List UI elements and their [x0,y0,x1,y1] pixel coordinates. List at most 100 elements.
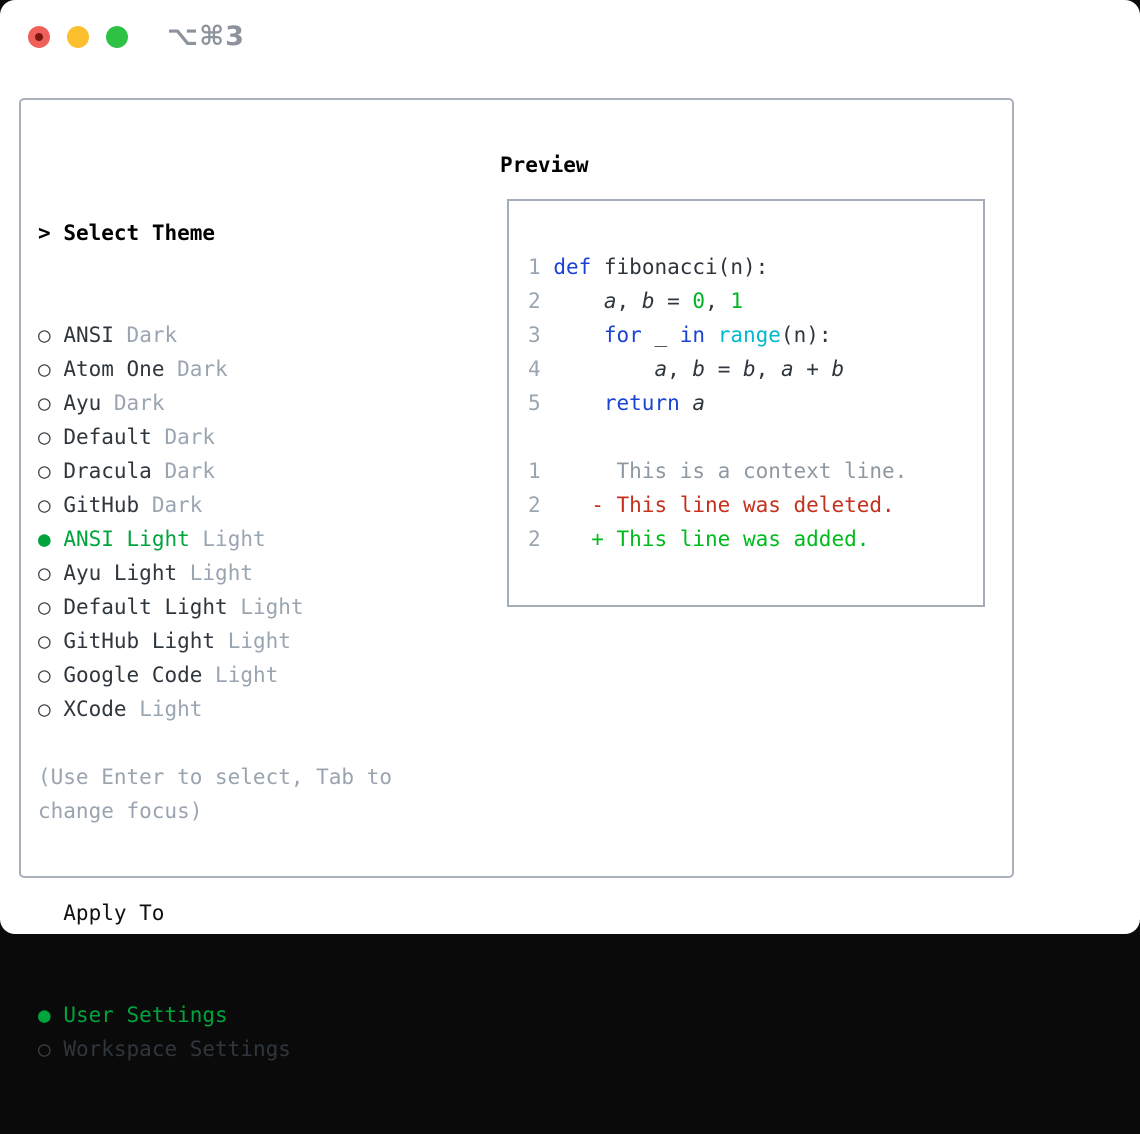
spacing [101,391,114,415]
code-token-var: a [692,391,706,415]
radio-unselected-icon: ○ [38,391,51,415]
code-token-lno: 5 [528,391,541,415]
spacing [51,1003,64,1027]
apply-to-header: Apply To [38,896,304,930]
theme-option-label: ANSI Light [63,527,190,551]
theme-variant-tag: Dark [164,459,216,483]
code-token-pln [541,357,655,381]
code-token-num: 1 [730,289,744,313]
theme-selector: > Select Theme ○ ANSI Dark○ Atom One Dar… [38,148,304,1134]
theme-option-label: GitHub [63,493,140,517]
code-token-var: b [692,357,706,381]
code-token-lno: 1 [528,459,541,483]
theme-option-label: GitHub Light [63,629,216,653]
theme-variant-tag: Dark [126,323,178,347]
theme-option-label: Google Code [63,663,203,687]
theme-option-github-light[interactable]: ○ GitHub Light Light [38,624,304,658]
radio-unselected-icon: ○ [38,663,51,687]
spacing [51,221,64,245]
theme-list: ○ ANSI Dark○ Atom One Dark○ Ayu Dark○ De… [38,318,304,726]
theme-option-ansi[interactable]: ○ ANSI Dark [38,318,304,352]
preview-code: 1 def fibonacci(n): 2 a, b = 0, 1 3 for … [528,250,907,556]
window-title-shortcut: ⌥⌘3 [167,21,245,52]
theme-variant-tag: Light [202,527,266,551]
radio-unselected-icon: ○ [38,561,51,585]
theme-option-label: Dracula [63,459,152,483]
select-theme-header-label: Select Theme [63,221,216,245]
code-token-pln: , [667,357,693,381]
code-token-add: + This line was added. [591,527,870,551]
code-token-pln [541,493,592,517]
spacing [152,425,165,449]
spacing [190,527,203,551]
theme-option-ansi-light[interactable]: ● ANSI Light Light [38,522,304,556]
code-token-lno: 2 [528,493,541,517]
radio-unselected-icon: ○ [38,595,51,619]
theme-option-ayu[interactable]: ○ Ayu Dark [38,386,304,420]
minimize-button[interactable] [67,26,89,48]
code-token-var: b [831,357,845,381]
theme-option-atom-one[interactable]: ○ Atom One Dark [38,352,304,386]
apply-option-workspace-settings[interactable]: ○ Workspace Settings [38,1032,304,1066]
spacing [51,459,64,483]
spacing [51,493,64,517]
theme-variant-tag: Dark [164,425,216,449]
close-dot-icon [35,33,43,41]
spacing [51,663,64,687]
theme-option-label: Default Light [63,595,228,619]
apply-to-list: ● User Settings○ Workspace Settings [38,998,304,1066]
code-token-pln: , [705,289,731,313]
radio-selected-icon: ● [38,527,51,551]
code-token-fn: range [717,323,781,347]
theme-option-default[interactable]: ○ Default Dark [38,420,304,454]
radio-unselected-icon: ○ [38,425,51,449]
theme-option-label: Ayu Light [63,561,178,585]
code-token-lno: 3 [528,323,541,347]
theme-option-dracula[interactable]: ○ Dracula Dark [38,454,304,488]
code-token-pln: , [616,289,642,313]
code-token-kw: in [679,323,706,347]
code-token-kw: def [553,255,592,279]
radio-unselected-icon: ○ [38,357,51,381]
code-token-ctx: This is a context line. [616,459,908,483]
theme-option-github[interactable]: ○ GitHub Dark [38,488,304,522]
radio-unselected-icon: ○ [38,1037,51,1061]
spacing [152,459,165,483]
theme-option-xcode[interactable]: ○ XCode Light [38,692,304,726]
spacing [51,595,64,619]
code-token-pln: (n): [780,323,832,347]
code-token-pln: = [654,289,693,313]
code-token-kw: for [603,323,642,347]
apply-option-user-settings[interactable]: ● User Settings [38,998,304,1032]
preview-header-label: Preview [500,153,589,177]
code-token-pln [680,391,693,415]
theme-option-label: Atom One [63,357,165,381]
theme-option-default-light[interactable]: ○ Default Light Light [38,590,304,624]
code-token-lno: 1 [528,255,541,279]
spacing [51,527,64,551]
theme-option-google-code[interactable]: ○ Google Code Light [38,658,304,692]
theme-variant-tag: Light [227,629,291,653]
theme-variant-tag: Dark [151,493,203,517]
focus-cursor-icon: > [38,221,51,245]
theme-variant-tag: Light [215,663,279,687]
code-token-var: a [603,289,617,313]
theme-variant-tag: Dark [177,357,228,381]
code-token-pln [541,459,617,483]
theme-option-ayu-light[interactable]: ○ Ayu Light Light [38,556,304,590]
close-button[interactable] [28,26,50,48]
code-token-pln: , [755,357,781,381]
code-token-lno: 2 [528,289,541,313]
theme-variant-tag: Light [189,561,253,585]
zoom-button[interactable] [106,26,128,48]
apply-option-label: User Settings [63,1003,228,1027]
code-token-pln [541,255,554,279]
spacing [51,323,64,347]
theme-variant-tag: Light [139,697,203,721]
theme-option-label: ANSI [63,323,114,347]
spacing [51,561,64,585]
spacing [51,391,64,415]
radio-unselected-icon: ○ [38,459,51,483]
theme-option-label: Ayu [63,391,102,415]
spacing [202,663,215,687]
